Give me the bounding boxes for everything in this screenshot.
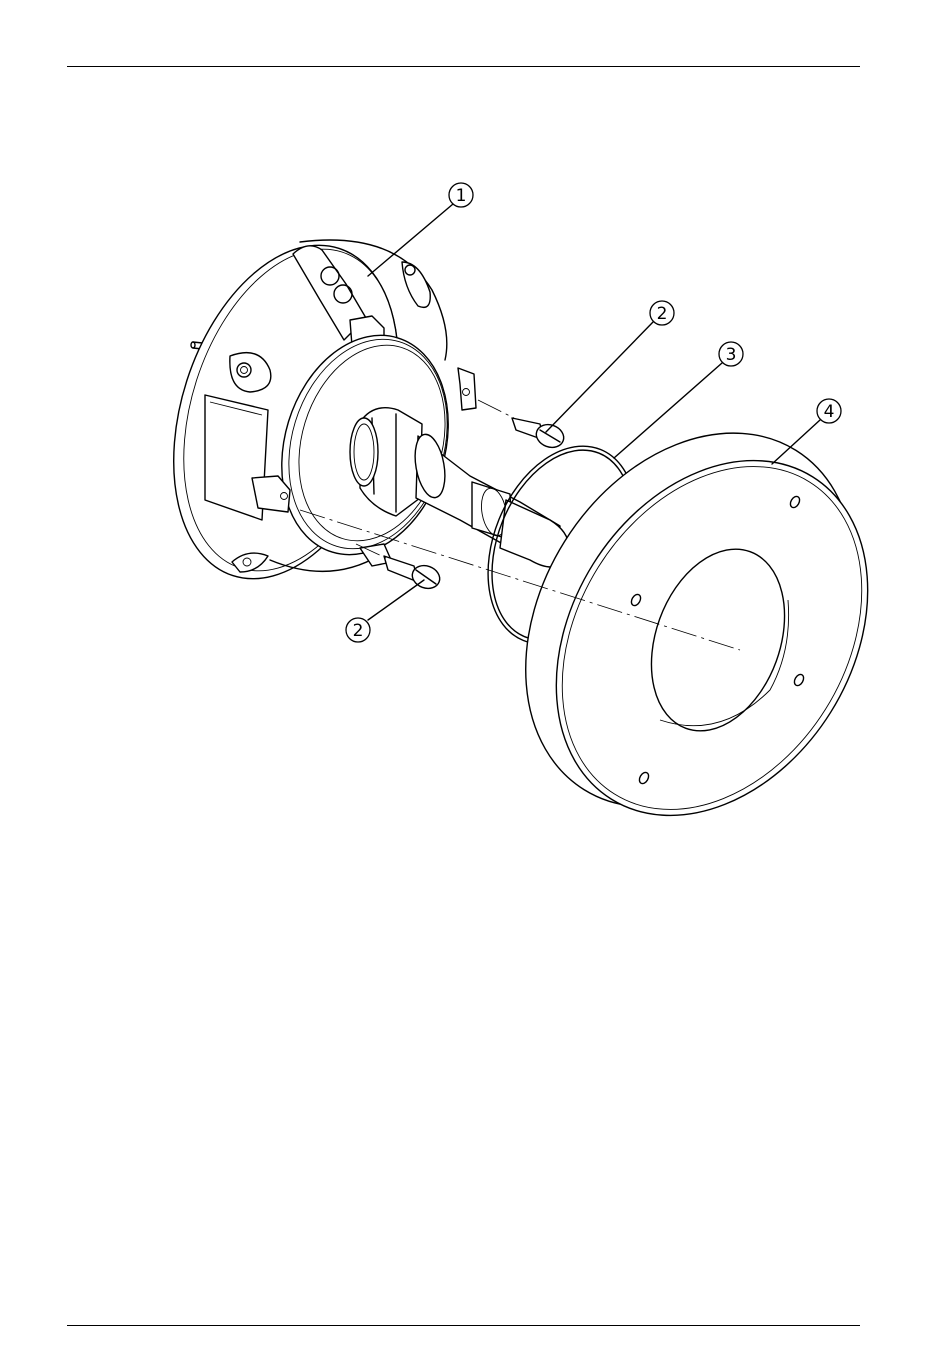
mounting-ring	[459, 372, 932, 873]
callout-2-lower: 2	[346, 580, 424, 642]
callout-label-3: 3	[726, 345, 737, 365]
callout-4: 4	[772, 399, 841, 464]
screw-upper	[512, 418, 567, 451]
callout-label-1: 1	[456, 186, 467, 206]
callout-label-2-upper: 2	[657, 304, 668, 324]
housing-assembly	[134, 216, 569, 607]
callout-label-2-lower: 2	[353, 621, 364, 641]
callout-label-4: 4	[824, 402, 835, 422]
callout-1: 1	[368, 183, 473, 276]
callout-2-upper: 2	[546, 301, 674, 432]
screw-axis-upper	[478, 400, 514, 418]
